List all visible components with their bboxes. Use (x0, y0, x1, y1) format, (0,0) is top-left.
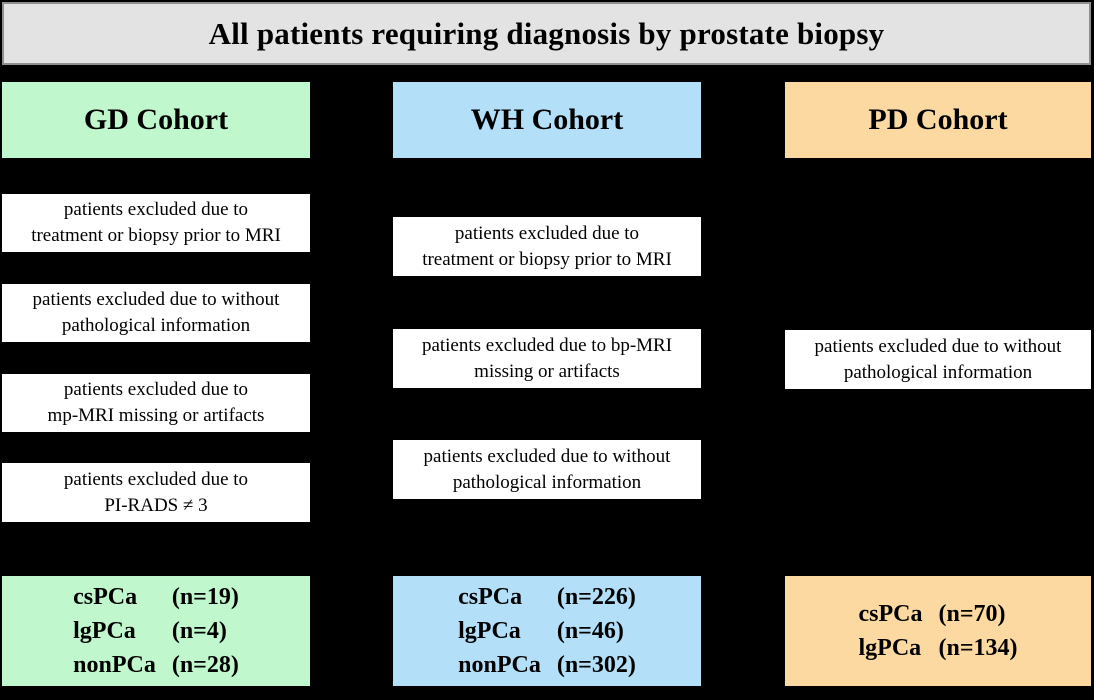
exclusion-line: patients excluded due to (63, 468, 249, 490)
wh-cohort-header: WH Cohort (393, 82, 701, 158)
pd-cohort-header: PD Cohort (785, 82, 1091, 158)
exclusion-line: pathological information (843, 361, 1033, 383)
exclusion-line: patients excluded due to without (814, 335, 1062, 357)
gd-exclusion-box-4: patients excluded due to PI-RADS ≠ 3 (2, 463, 310, 522)
wh-results-box: csPCa (n=226) lgPCa (n=46) nonPCa (n=302… (393, 576, 701, 686)
gd-cohort-header: GD Cohort (2, 82, 310, 158)
diagram-title-text: All patients requiring diagnosis by pros… (208, 15, 885, 51)
gd-exclusion-box-3: patients excluded due to mp-MRI missing … (2, 374, 310, 432)
pd-exclusion-box-1: patients excluded due to without patholo… (785, 330, 1091, 389)
exclusion-line: patients excluded due to (454, 222, 640, 244)
exclusion-line: patients excluded due to (63, 379, 249, 400)
result-count: (n=28) (171, 652, 239, 678)
exclusion-line: patients excluded due to without (32, 289, 280, 310)
pd-results-list: csPCa (n=70) lgPCa (n=134) (859, 597, 1018, 665)
result-count: (n=302) (556, 652, 636, 678)
wh-results-list: csPCa (n=226) lgPCa (n=46) nonPCa (n=302… (458, 580, 636, 682)
diagram-title-bar: All patients requiring diagnosis by pros… (2, 2, 1091, 65)
exclusion-line: treatment or biopsy prior to MRI (31, 225, 281, 246)
gd-exclusion-box-1: patients excluded due to treatment or bi… (2, 194, 310, 252)
wh-exclusion-box-2: patients excluded due to bp-MRI missing … (393, 329, 701, 388)
exclusion-line: patients excluded due to without (423, 445, 671, 467)
result-label: csPCa (73, 584, 138, 610)
result-label: lgPCa (73, 618, 136, 644)
wh-exclusion-box-1: patients excluded due to treatment or bi… (393, 217, 701, 276)
gd-cohort-header-label: GD Cohort (83, 103, 229, 136)
pd-cohort-header-label: PD Cohort (868, 103, 1008, 136)
result-label: csPCa (858, 601, 923, 627)
result-label: csPCa (458, 584, 523, 610)
exclusion-line: treatment or biopsy prior to MRI (422, 248, 672, 270)
wh-cohort-header-label: WH Cohort (470, 103, 624, 136)
result-label: nonPCa (458, 652, 541, 678)
exclusion-line: pathological information (452, 471, 642, 493)
result-label: lgPCa (858, 635, 922, 661)
result-count: (n=46) (556, 618, 624, 644)
result-count: (n=134) (938, 635, 1018, 661)
result-count: (n=4) (171, 618, 227, 644)
result-count: (n=226) (556, 584, 636, 610)
exclusion-line: PI-RADS ≠ 3 (104, 494, 208, 516)
wh-exclusion-box-3: patients excluded due to without patholo… (393, 440, 701, 499)
pd-results-box: csPCa (n=70) lgPCa (n=134) (785, 576, 1091, 686)
result-count: (n=19) (171, 584, 239, 610)
result-count: (n=70) (938, 601, 1006, 627)
gd-results-box: csPCa (n=19) lgPCa (n=4) nonPCa (n=28) (2, 576, 310, 686)
result-label: lgPCa (458, 618, 521, 644)
gd-exclusion-box-2: patients excluded due to without patholo… (2, 284, 310, 342)
gd-results-list: csPCa (n=19) lgPCa (n=4) nonPCa (n=28) (73, 580, 239, 682)
exclusion-line: mp-MRI missing or artifacts (47, 405, 265, 426)
exclusion-line: patients excluded due to (63, 199, 249, 220)
exclusion-line: patients excluded due to bp-MRI (421, 334, 673, 356)
exclusion-line: missing or artifacts (474, 360, 620, 382)
exclusion-line: pathological information (61, 315, 251, 336)
result-label: nonPCa (73, 652, 156, 678)
